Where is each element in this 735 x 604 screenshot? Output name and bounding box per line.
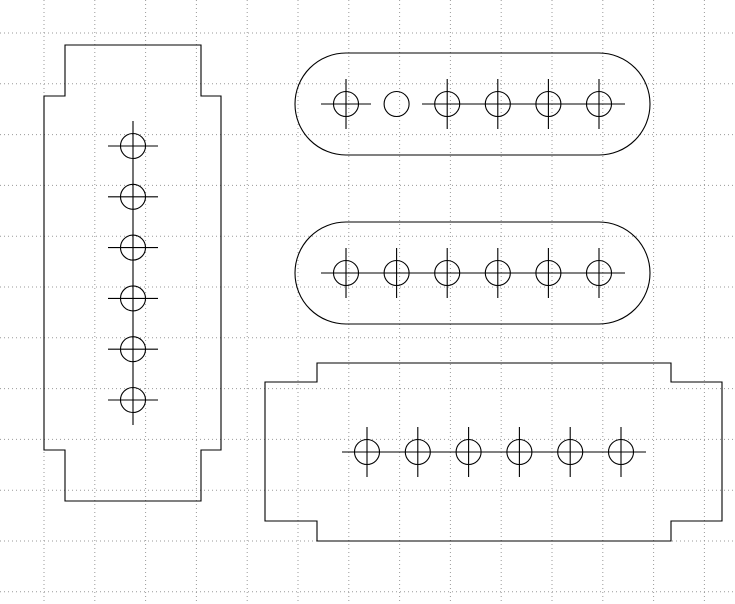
pickup-p90	[264, 362, 723, 542]
plain-pole-circle-icon	[383, 90, 410, 118]
pickup-outline	[43, 44, 222, 502]
pickup-shapes	[43, 44, 723, 542]
pickup-rounded-coil-1	[294, 52, 651, 156]
pickup-outline	[264, 362, 723, 542]
pickup-outline	[294, 52, 651, 156]
pickup-outline	[294, 221, 651, 325]
pickup-vertical-single-coil	[43, 44, 222, 502]
pickup-rounded-coil-2	[294, 221, 651, 325]
